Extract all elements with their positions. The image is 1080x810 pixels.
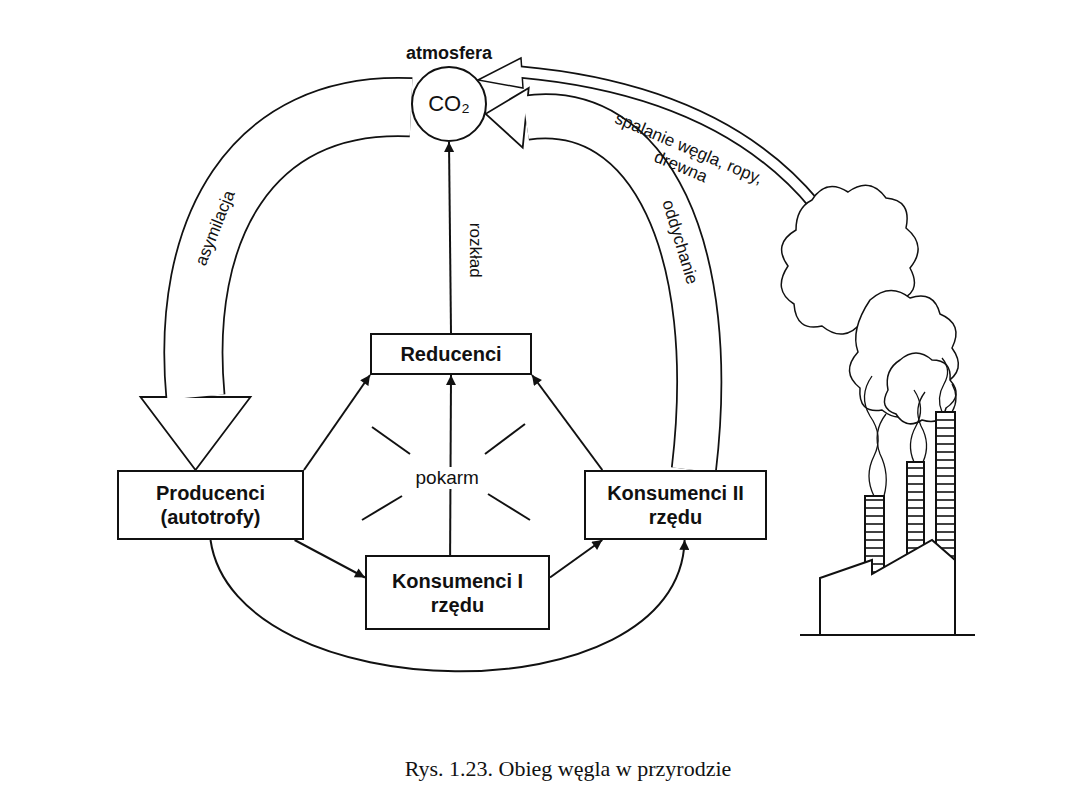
connector-line: [304, 375, 370, 470]
smoke: [781, 185, 958, 424]
smoke-trail: [864, 376, 878, 496]
dash: [485, 424, 525, 454]
figure-caption: Rys. 1.23. Obieg węgla w przyrodzie: [0, 756, 1080, 782]
connector-line: [550, 540, 602, 578]
hollow-arrow: [141, 107, 412, 470]
dash: [488, 494, 530, 520]
connector: [450, 375, 452, 555]
smoke-trail: [918, 392, 927, 462]
node-label: Reducenci: [400, 342, 501, 366]
process-box: Producenci (autotrofy): [117, 470, 304, 540]
process-box: Reducenci: [370, 333, 532, 375]
process-box: Konsumenci II rzędu: [584, 470, 767, 540]
factory-building: [820, 540, 955, 635]
node-label: Konsumenci II rzędu: [594, 481, 757, 529]
smoke-trail: [939, 358, 947, 412]
node-heading: atmosfera: [406, 43, 492, 64]
dash: [362, 496, 402, 520]
edge-label: rozkład: [464, 220, 484, 281]
smoke-trail: [877, 414, 886, 496]
connector: [304, 375, 370, 470]
atmosphere-circle: atmosferaCO₂: [411, 66, 487, 142]
connector-line: [532, 375, 602, 470]
connector-line: [449, 142, 451, 333]
connector: [550, 540, 602, 578]
connector-line: [449, 375, 452, 555]
connector-line: [211, 540, 685, 671]
node-label: Konsumenci I rzędu: [375, 569, 540, 617]
food-label: pokarm: [413, 467, 482, 490]
arrow-head: [141, 397, 251, 470]
connector: [295, 540, 365, 578]
node-label: CO₂: [428, 91, 470, 117]
connector: [449, 142, 451, 333]
smoke-trail: [910, 390, 920, 462]
factory: [800, 412, 975, 635]
node-label: Producenci (autotrofy): [127, 481, 294, 529]
connector: [532, 375, 602, 470]
arrow-head: [486, 88, 529, 148]
food-dashes: [362, 424, 530, 520]
dash: [372, 427, 410, 454]
process-box: Konsumenci I rzędu: [365, 555, 550, 630]
ground-line: [800, 634, 975, 636]
connector: [211, 540, 685, 671]
smoke-trail: [952, 384, 956, 412]
connector-line: [295, 540, 365, 578]
